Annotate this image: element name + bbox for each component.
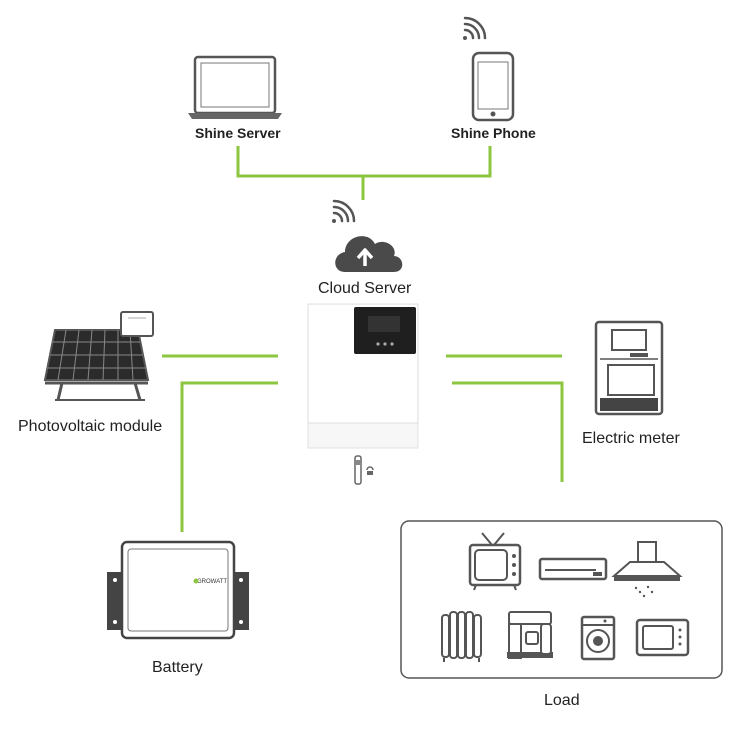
connection-lines	[162, 146, 564, 532]
inverter-icon	[307, 303, 419, 449]
oil-heater-icon	[441, 611, 482, 662]
electric-meter-label: Electric meter	[582, 430, 680, 447]
shine-phone-label: Shine Phone	[451, 125, 536, 141]
tv-icon	[468, 532, 522, 591]
load-label: Load	[544, 692, 580, 709]
photovoltaic-module-label: Photovoltaic module	[18, 418, 163, 435]
load-link	[452, 381, 564, 482]
wifi-icon	[332, 199, 356, 223]
battery-brand-text: GROWATT	[197, 579, 227, 585]
battery-label: Battery	[152, 659, 203, 676]
washing-machine-icon	[580, 615, 616, 661]
solar-panel-icon	[43, 311, 154, 401]
smartphone-icon	[471, 51, 515, 122]
range-hood-icon	[611, 541, 683, 598]
laptop-icon	[188, 55, 282, 119]
wifi-icon	[463, 16, 487, 40]
shine-server-label: Shine Server	[195, 125, 281, 141]
cloud-upload-icon	[335, 236, 403, 272]
air-conditioner-icon	[538, 557, 608, 581]
server-phone-link	[236, 146, 492, 178]
microwave-icon	[635, 618, 690, 657]
electric-meter-icon	[594, 320, 664, 416]
battery-icon: GROWATT	[107, 540, 249, 640]
coffee-machine-icon	[507, 611, 553, 659]
battery-link	[180, 381, 278, 532]
wifi-dongle-icon	[354, 455, 374, 485]
cloud-server-label: Cloud Server	[318, 280, 412, 297]
